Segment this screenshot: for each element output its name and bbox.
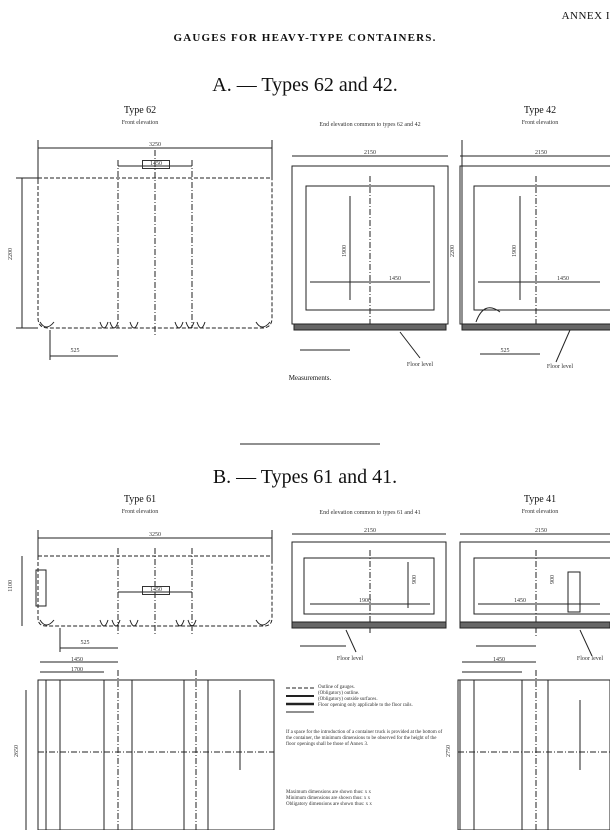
annex-label: ANNEX I (561, 10, 610, 22)
end-a-v-dim: 1900 (342, 245, 348, 257)
type41-v-dim: 900 (550, 575, 556, 584)
end-b-floor-level: Floor level (336, 656, 364, 662)
end-a-width-dim: 2150 (364, 150, 376, 156)
end-a-floor-level: Floor level (406, 362, 434, 368)
type41-floor-level: Floor level (576, 656, 604, 662)
type61-label: Type 61 (123, 494, 157, 505)
type42-width-dim: 2150 (535, 150, 547, 156)
plan-view-61 (25, 661, 275, 830)
type61-outline (21, 530, 273, 652)
type62-sub: Front elevation (121, 120, 159, 126)
type42-small-dim: 525 (500, 348, 510, 354)
legend-item: (Obligatory) outside surfaces. (318, 697, 378, 702)
end-elev-b-label: End elevation common to types 61 and 41 (319, 510, 421, 516)
type41-h-dim: 1450 (514, 598, 526, 604)
type61-inner-dim: 1450 (142, 586, 170, 595)
end-b-h-dim: 1900 (359, 598, 371, 604)
legend-item: (Obligatory) outline. (318, 691, 360, 696)
type41-sub: Front elevation (521, 509, 559, 515)
type62-small-dim: 525 (70, 348, 80, 354)
measurements-title: Measurements. (288, 374, 332, 382)
type62-height-dim: 2200 (8, 248, 14, 260)
end-elevation-a (291, 155, 449, 359)
type61-width-dim: 3250 (149, 532, 161, 538)
legend-lines-text: Maximum dimensions are shown thus: x x M… (286, 790, 444, 808)
type61-small-dim: 525 (80, 640, 90, 646)
legend: Outline of gauges. (Obligatory) outline.… (318, 685, 448, 709)
type62-outline (16, 140, 273, 360)
type42-floor-level: Floor level (546, 364, 574, 370)
plan41-height: 2750 (446, 745, 452, 757)
type42-outline (459, 140, 610, 363)
type62-width-dim: 3250 (149, 142, 161, 148)
legend-note: If a space for the introduction of a con… (286, 730, 443, 747)
plan61-dim-b: 1700 (71, 667, 83, 673)
type42-sub: Front elevation (521, 120, 559, 126)
page-title: GAUGES FOR HEAVY-TYPE CONTAINERS. (173, 32, 437, 44)
plan61-dim-a: 1450 (71, 657, 83, 663)
type42-height-dim: 2200 (450, 245, 456, 257)
plan-view-41 (457, 661, 610, 830)
type61-sub: Front elevation (121, 509, 159, 515)
type42-v-dim: 1900 (512, 245, 518, 257)
legend-item: Outline of gauges. (318, 685, 355, 690)
end-elevation-b (291, 533, 447, 653)
type62-inner-dim: 1450 (142, 160, 170, 169)
type41-outline (459, 533, 610, 657)
section-b-title: B. — Types 61 and 41. (212, 466, 398, 488)
end-a-h-dim: 1450 (389, 276, 401, 282)
plan41-dim-a: 1450 (493, 657, 505, 663)
type61-height-dim: 1100 (8, 580, 14, 592)
type41-label: Type 41 (523, 494, 557, 505)
section-a-title: A. — Types 62 and 42. (212, 74, 398, 96)
legend-line: Minimum dimensions are shown thus: x x (286, 796, 371, 801)
end-b-width-dim: 2150 (364, 528, 376, 534)
type41-width-dim: 2150 (535, 528, 547, 534)
legend-item: Floor opening only applicable to the flo… (318, 703, 413, 708)
legend-line: Maximum dimensions are shown thus: x x (286, 790, 371, 795)
type42-h-dim: 1450 (557, 276, 569, 282)
type42-label: Type 42 (523, 105, 557, 116)
end-b-v-dim: 900 (412, 575, 418, 584)
legend-lines (286, 687, 314, 713)
plan61-height: 2650 (14, 745, 20, 757)
legend-line: Obligatory dimensions are shown thus: x … (286, 802, 372, 807)
type62-label: Type 62 (123, 105, 157, 116)
end-elev-a-label: End elevation common to types 62 and 42 (319, 122, 421, 128)
